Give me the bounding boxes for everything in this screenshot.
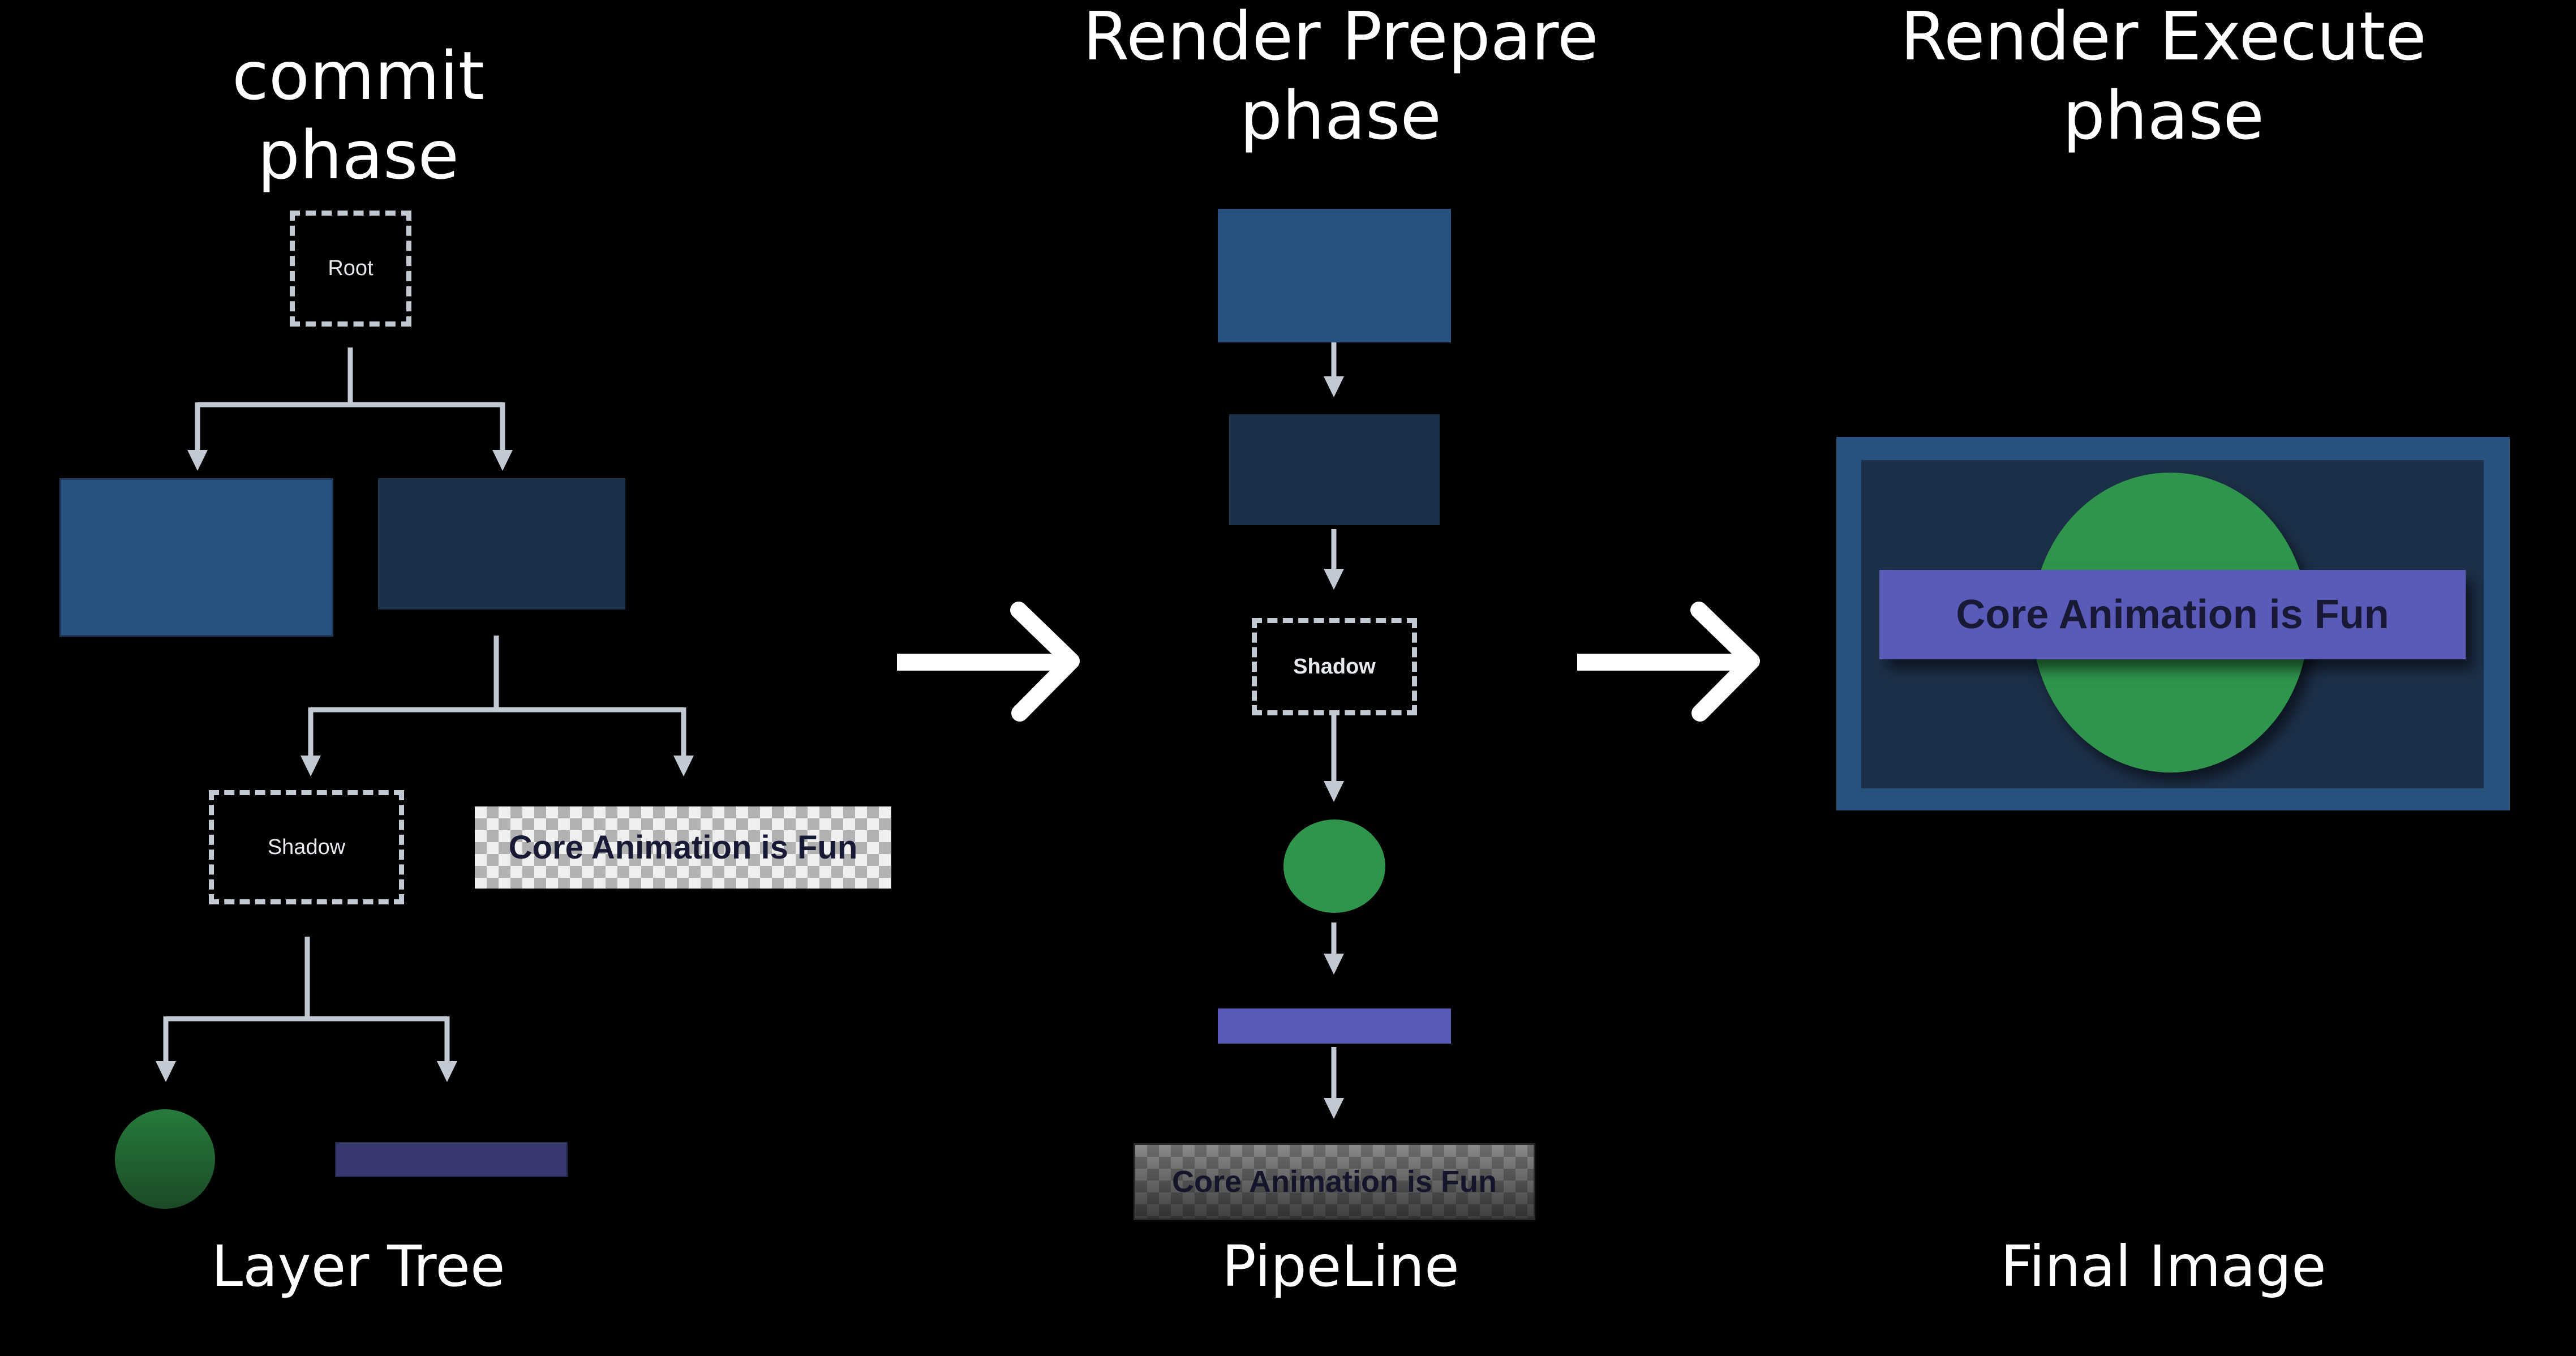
arrowhead-icon (673, 756, 694, 776)
commit-phase-title: commit phase (231, 37, 484, 194)
render-prepare-title-line2: phase (1239, 76, 1442, 155)
pipeline-container-layer (1229, 414, 1440, 525)
arrowhead-icon (187, 450, 208, 471)
arrowhead-icon (1324, 1098, 1344, 1119)
shadow-layer: Shadow (209, 790, 404, 904)
pipeline-shadow-label: Shadow (1293, 654, 1376, 679)
pipeline-text-layer: Core Animation is Fun (1134, 1143, 1535, 1220)
arrowhead-icon (1324, 781, 1344, 802)
shadow-layer-label: Shadow (267, 835, 346, 859)
render-execute-phase-title: Render Execute phase (1881, 0, 2446, 155)
render-prepare-title-line1: Render Prepare (1083, 0, 1599, 75)
background-layer (59, 478, 333, 637)
pipeline-caption: PipeLine (1222, 1233, 1459, 1299)
pipeline-banner-layer (1218, 1009, 1451, 1044)
pipeline-shadow-layer: Shadow (1252, 618, 1417, 715)
final-image-banner-text: Core Animation is Fun (1956, 592, 2389, 637)
tree-connector-shadow (163, 937, 450, 1064)
text-layer: Core Animation is Fun (475, 806, 891, 889)
text-layer-label: Core Animation is Fun (508, 829, 858, 866)
circle-layer (115, 1109, 215, 1209)
layer-tree-caption: Layer Tree (211, 1233, 505, 1299)
tree-connector-container (308, 636, 686, 758)
arrow-right-icon (1577, 602, 1760, 722)
render-execute-title-line2: phase (2062, 76, 2265, 155)
render-prepare-phase-title: Render Prepare phase (1058, 0, 1624, 155)
final-image-banner: Core Animation is Fun (1879, 570, 2466, 659)
arrowhead-icon (1324, 376, 1344, 397)
container-layer (378, 478, 625, 610)
arrowhead-icon (437, 1061, 457, 1082)
final-image-inner-layer: Core Animation is Fun (1861, 460, 2484, 788)
render-execute-title-line1: Render Execute (1900, 0, 2427, 75)
final-image-caption: Final Image (2000, 1233, 2326, 1299)
tree-connector-root (195, 347, 505, 453)
final-image-frame: Core Animation is Fun (1836, 437, 2510, 810)
arrowhead-icon (300, 756, 321, 776)
root-layer-label: Root (328, 256, 373, 280)
arrowhead-icon (1324, 954, 1344, 975)
arrowhead-icon (492, 450, 513, 471)
arrowhead-icon (156, 1061, 176, 1082)
pipeline-circle-layer (1283, 819, 1385, 913)
arrowhead-icon (1324, 569, 1344, 590)
pipeline-text-label: Core Animation is Fun (1171, 1165, 1497, 1199)
root-layer: Root (290, 211, 411, 327)
banner-layer (335, 1142, 568, 1177)
arrow-right-icon (897, 602, 1080, 722)
pipeline-background-layer (1218, 209, 1451, 342)
